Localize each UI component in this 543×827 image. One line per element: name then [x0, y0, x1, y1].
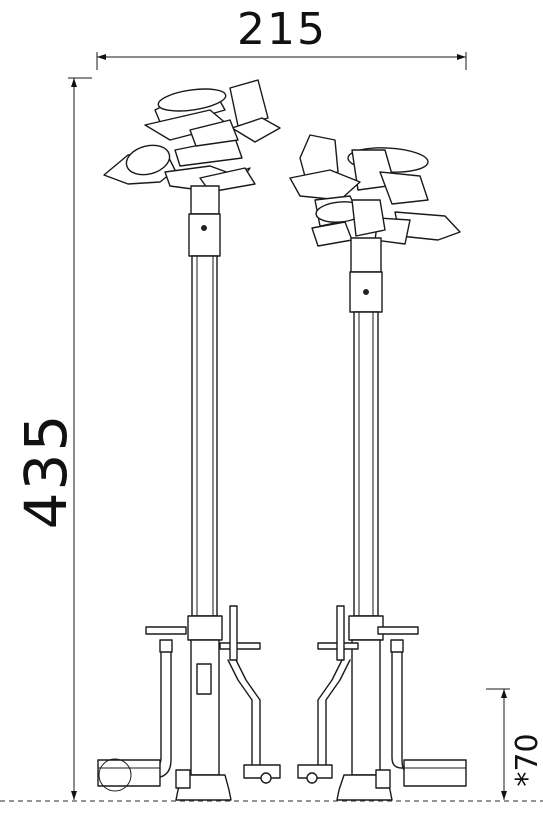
height-label: 435 — [12, 413, 80, 530]
depth-dimension: *70 — [486, 688, 543, 800]
right-post — [336, 237, 393, 801]
height-dimension: 435 — [12, 77, 92, 800]
width-label: 215 — [237, 4, 327, 55]
width-dimension: 215 — [96, 4, 467, 70]
left-swing-arm-back — [227, 659, 281, 784]
right-handle — [317, 605, 419, 661]
left-post — [175, 185, 232, 801]
depth-label: *70 — [510, 733, 543, 786]
left-swing-arm-front — [97, 639, 191, 792]
right-swing-arm-front — [375, 639, 467, 789]
left-leaf-canopy — [103, 79, 281, 193]
right-leaf-canopy — [289, 134, 461, 247]
right-swing-arm-back — [297, 659, 351, 784]
left-handle — [145, 605, 261, 661]
